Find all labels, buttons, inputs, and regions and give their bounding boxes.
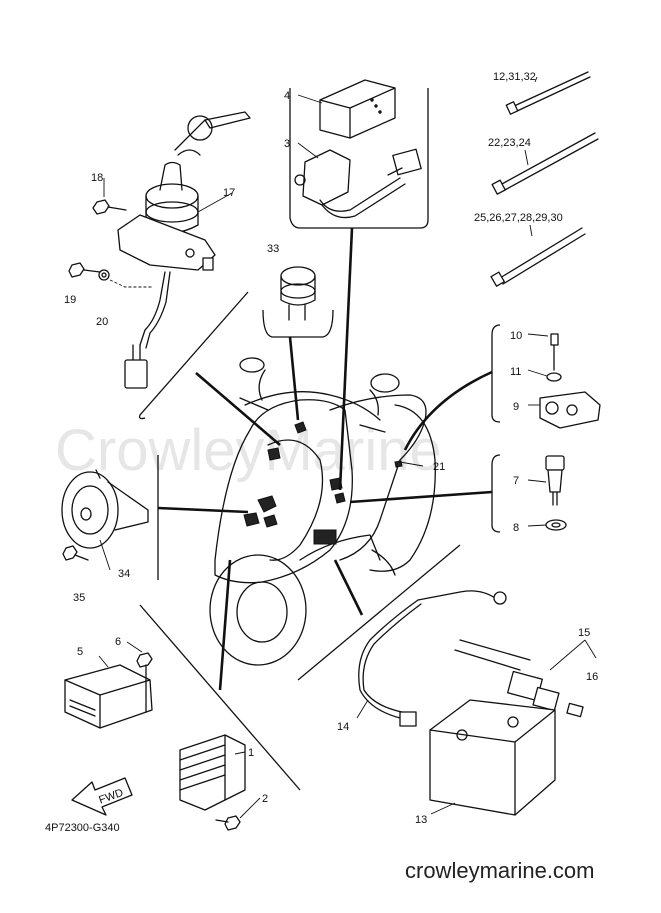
callout-33: 33 [267, 243, 279, 255]
battery-lead [358, 590, 507, 727]
relay [280, 266, 316, 321]
site-url: crowleymarine.com [405, 858, 595, 883]
watermark: CrowleyMarine [55, 418, 442, 483]
rectifier-regulator [179, 734, 246, 831]
callout-1: 1 [248, 747, 254, 759]
callout-21: 21 [433, 461, 445, 473]
main-switch-fasteners [68, 199, 152, 288]
callout-labels: 4 3 17 18 19 20 33 12,31,32 22,23,24 25,… [64, 71, 598, 826]
callout-35: 35 [73, 592, 85, 604]
callout-12-31-32: 12,31,32 [493, 71, 536, 83]
thermo-switch [545, 455, 567, 531]
callout-10: 10 [510, 330, 522, 342]
callout-16: 16 [586, 671, 598, 683]
callout-34: 34 [118, 568, 130, 580]
callout-6: 6 [115, 636, 121, 648]
callout-5: 5 [77, 646, 83, 658]
fuse-holder [454, 639, 584, 718]
callout-2: 2 [262, 793, 268, 805]
battery [429, 699, 556, 816]
callout-11: 11 [510, 366, 521, 378]
callout-19: 19 [64, 294, 76, 306]
callout-22-23-24: 22,23,24 [488, 137, 531, 149]
leader-lines [98, 76, 597, 819]
callout-13: 13 [415, 814, 427, 826]
group-connectors [138, 88, 501, 791]
callout-17: 17 [223, 187, 235, 199]
cable-bands [490, 71, 599, 287]
callout-4: 4 [284, 90, 290, 102]
main-switch [117, 111, 251, 389]
horn [61, 469, 149, 561]
callout-20: 20 [96, 316, 108, 328]
callout-9: 9 [513, 401, 519, 413]
callout-14: 14 [337, 721, 349, 733]
callout-7: 7 [513, 475, 519, 487]
callout-8: 8 [513, 522, 519, 534]
sensor-bracket [539, 333, 601, 429]
callout-25-30: 25,26,27,28,29,30 [474, 212, 563, 224]
callout-3: 3 [284, 138, 290, 150]
callout-15: 15 [578, 627, 590, 639]
flasher-relay [64, 652, 153, 729]
fwd-arrow-icon: FWD [71, 777, 133, 816]
callout-18: 18 [91, 172, 103, 184]
ignition-coil [294, 148, 422, 219]
cdi-unit [319, 79, 396, 139]
drawing-code: 4P72300-G340 [45, 822, 120, 834]
